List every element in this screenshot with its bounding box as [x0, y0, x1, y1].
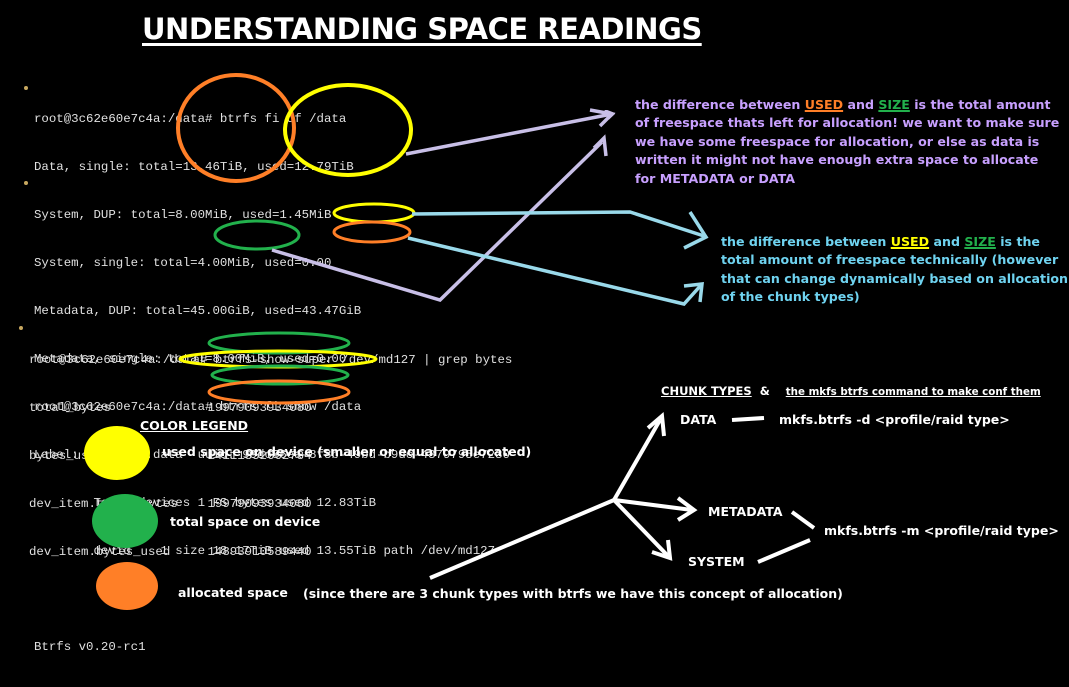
terminal-line: root@3c62e60e7c4a:/data# btrfs-show-supe…	[29, 353, 513, 367]
terminal-line: dev_item.bytes_used 14893910589440	[29, 545, 312, 559]
legend-label-used: used space on device (smaller or equal t…	[162, 444, 532, 459]
orange-circle-dev-item-used	[207, 379, 351, 405]
white-line-to-system	[612, 498, 670, 558]
arrow-lavender-lower	[271, 140, 604, 302]
legend-label-allocated: allocated space	[178, 585, 288, 600]
white-line-from-footnote	[429, 498, 615, 580]
arrow-lavender-upper	[405, 114, 612, 156]
arrow-head-system	[651, 539, 673, 561]
orange-circle-df-total	[176, 73, 296, 183]
terminal-line: root@3c62e60e7c4a:/data# btrfs fi df /da…	[34, 112, 347, 126]
chunk-type-metadata: METADATA	[708, 504, 783, 519]
orange-circle-device-used	[332, 220, 412, 244]
annotation-layer	[176, 73, 816, 580]
cmd-metadata-system: mkfs.btrfs -m <profile/raid type>	[824, 523, 1059, 538]
arrow-head-data	[646, 411, 666, 437]
yellow-circle-fs-bytes-used	[332, 202, 416, 224]
terminal-line: root@3c62e60e7c4a:/data# btrfs fi show /…	[34, 400, 362, 414]
bullet-dot	[24, 181, 28, 185]
arrow-cyan-upper	[411, 210, 705, 238]
arrow-cyan-lower	[407, 236, 704, 306]
arrow-head-lavender-lower	[592, 134, 608, 157]
bullet-dot	[24, 86, 28, 90]
bullet-dot	[19, 326, 23, 330]
note-allocation-freespace: the difference between USED and SIZE is …	[635, 97, 1060, 186]
legend-title: COLOR LEGEND	[140, 418, 249, 433]
white-line-to-metadata	[613, 498, 693, 512]
note-technical-freespace: the difference between USED and SIZE is …	[721, 234, 1069, 305]
green-circle-dev-item-total	[210, 364, 350, 386]
white-line-to-data	[612, 419, 662, 501]
white-line-metadata-cmd	[790, 510, 816, 530]
used-keyword: USED	[890, 234, 930, 249]
size-keyword: SIZE	[964, 234, 996, 249]
legend-swatch-orange	[96, 562, 158, 610]
arrow-head-metadata	[676, 496, 698, 522]
used-keyword: USED	[804, 97, 844, 112]
page-title: UNDERSTANDING SPACE READINGS	[142, 12, 702, 46]
legend-swatch-yellow	[84, 426, 150, 480]
terminal-line: devid 1 size 18.17TiB used 13.55TiB path…	[34, 544, 496, 558]
terminal-line: Metadata, single: total=8.00MiB, used=0.…	[34, 352, 347, 366]
diagram-canvas: UNDERSTANDING SPACE READINGS root@3c62e6…	[19, 12, 1069, 654]
legend-swatch-green	[92, 494, 158, 548]
arrow-head-cyan-upper	[683, 211, 709, 250]
arrow-head-lavender-upper	[589, 108, 616, 128]
chunk-type-data: DATA	[680, 412, 717, 427]
terminal-line: System, single: total=4.00MiB, used=0.00	[34, 256, 332, 270]
terminal-line: total_bytes 19979093934080	[29, 401, 312, 415]
green-circle-device-size	[213, 219, 301, 251]
chunk-types-heading: CHUNK TYPES & the mkfs btrfs command to …	[661, 384, 1041, 398]
yellow-circle-df-used	[283, 83, 413, 177]
legend-label-total: total space on device	[170, 514, 321, 529]
white-dash-data-cmd	[731, 416, 765, 422]
footnote-allocation-concept: (since there are 3 chunk types with btrf…	[303, 586, 843, 601]
terminal-line: System, DUP: total=8.00MiB, used=1.45MiB	[34, 208, 332, 222]
white-line-system-cmd	[757, 538, 811, 564]
cmd-data: mkfs.btrfs -d <profile/raid type>	[779, 412, 1010, 427]
chunk-type-system: SYSTEM	[688, 554, 745, 569]
terminal-line: Metadata, DUP: total=45.00GiB, used=43.4…	[34, 304, 362, 318]
arrow-head-cyan-lower	[683, 282, 704, 303]
green-circle-total-bytes	[207, 331, 351, 355]
size-keyword: SIZE	[878, 97, 910, 112]
terminal-output-df-show: root@3c62e60e7c4a:/data# btrfs fi df /da…	[34, 79, 510, 687]
